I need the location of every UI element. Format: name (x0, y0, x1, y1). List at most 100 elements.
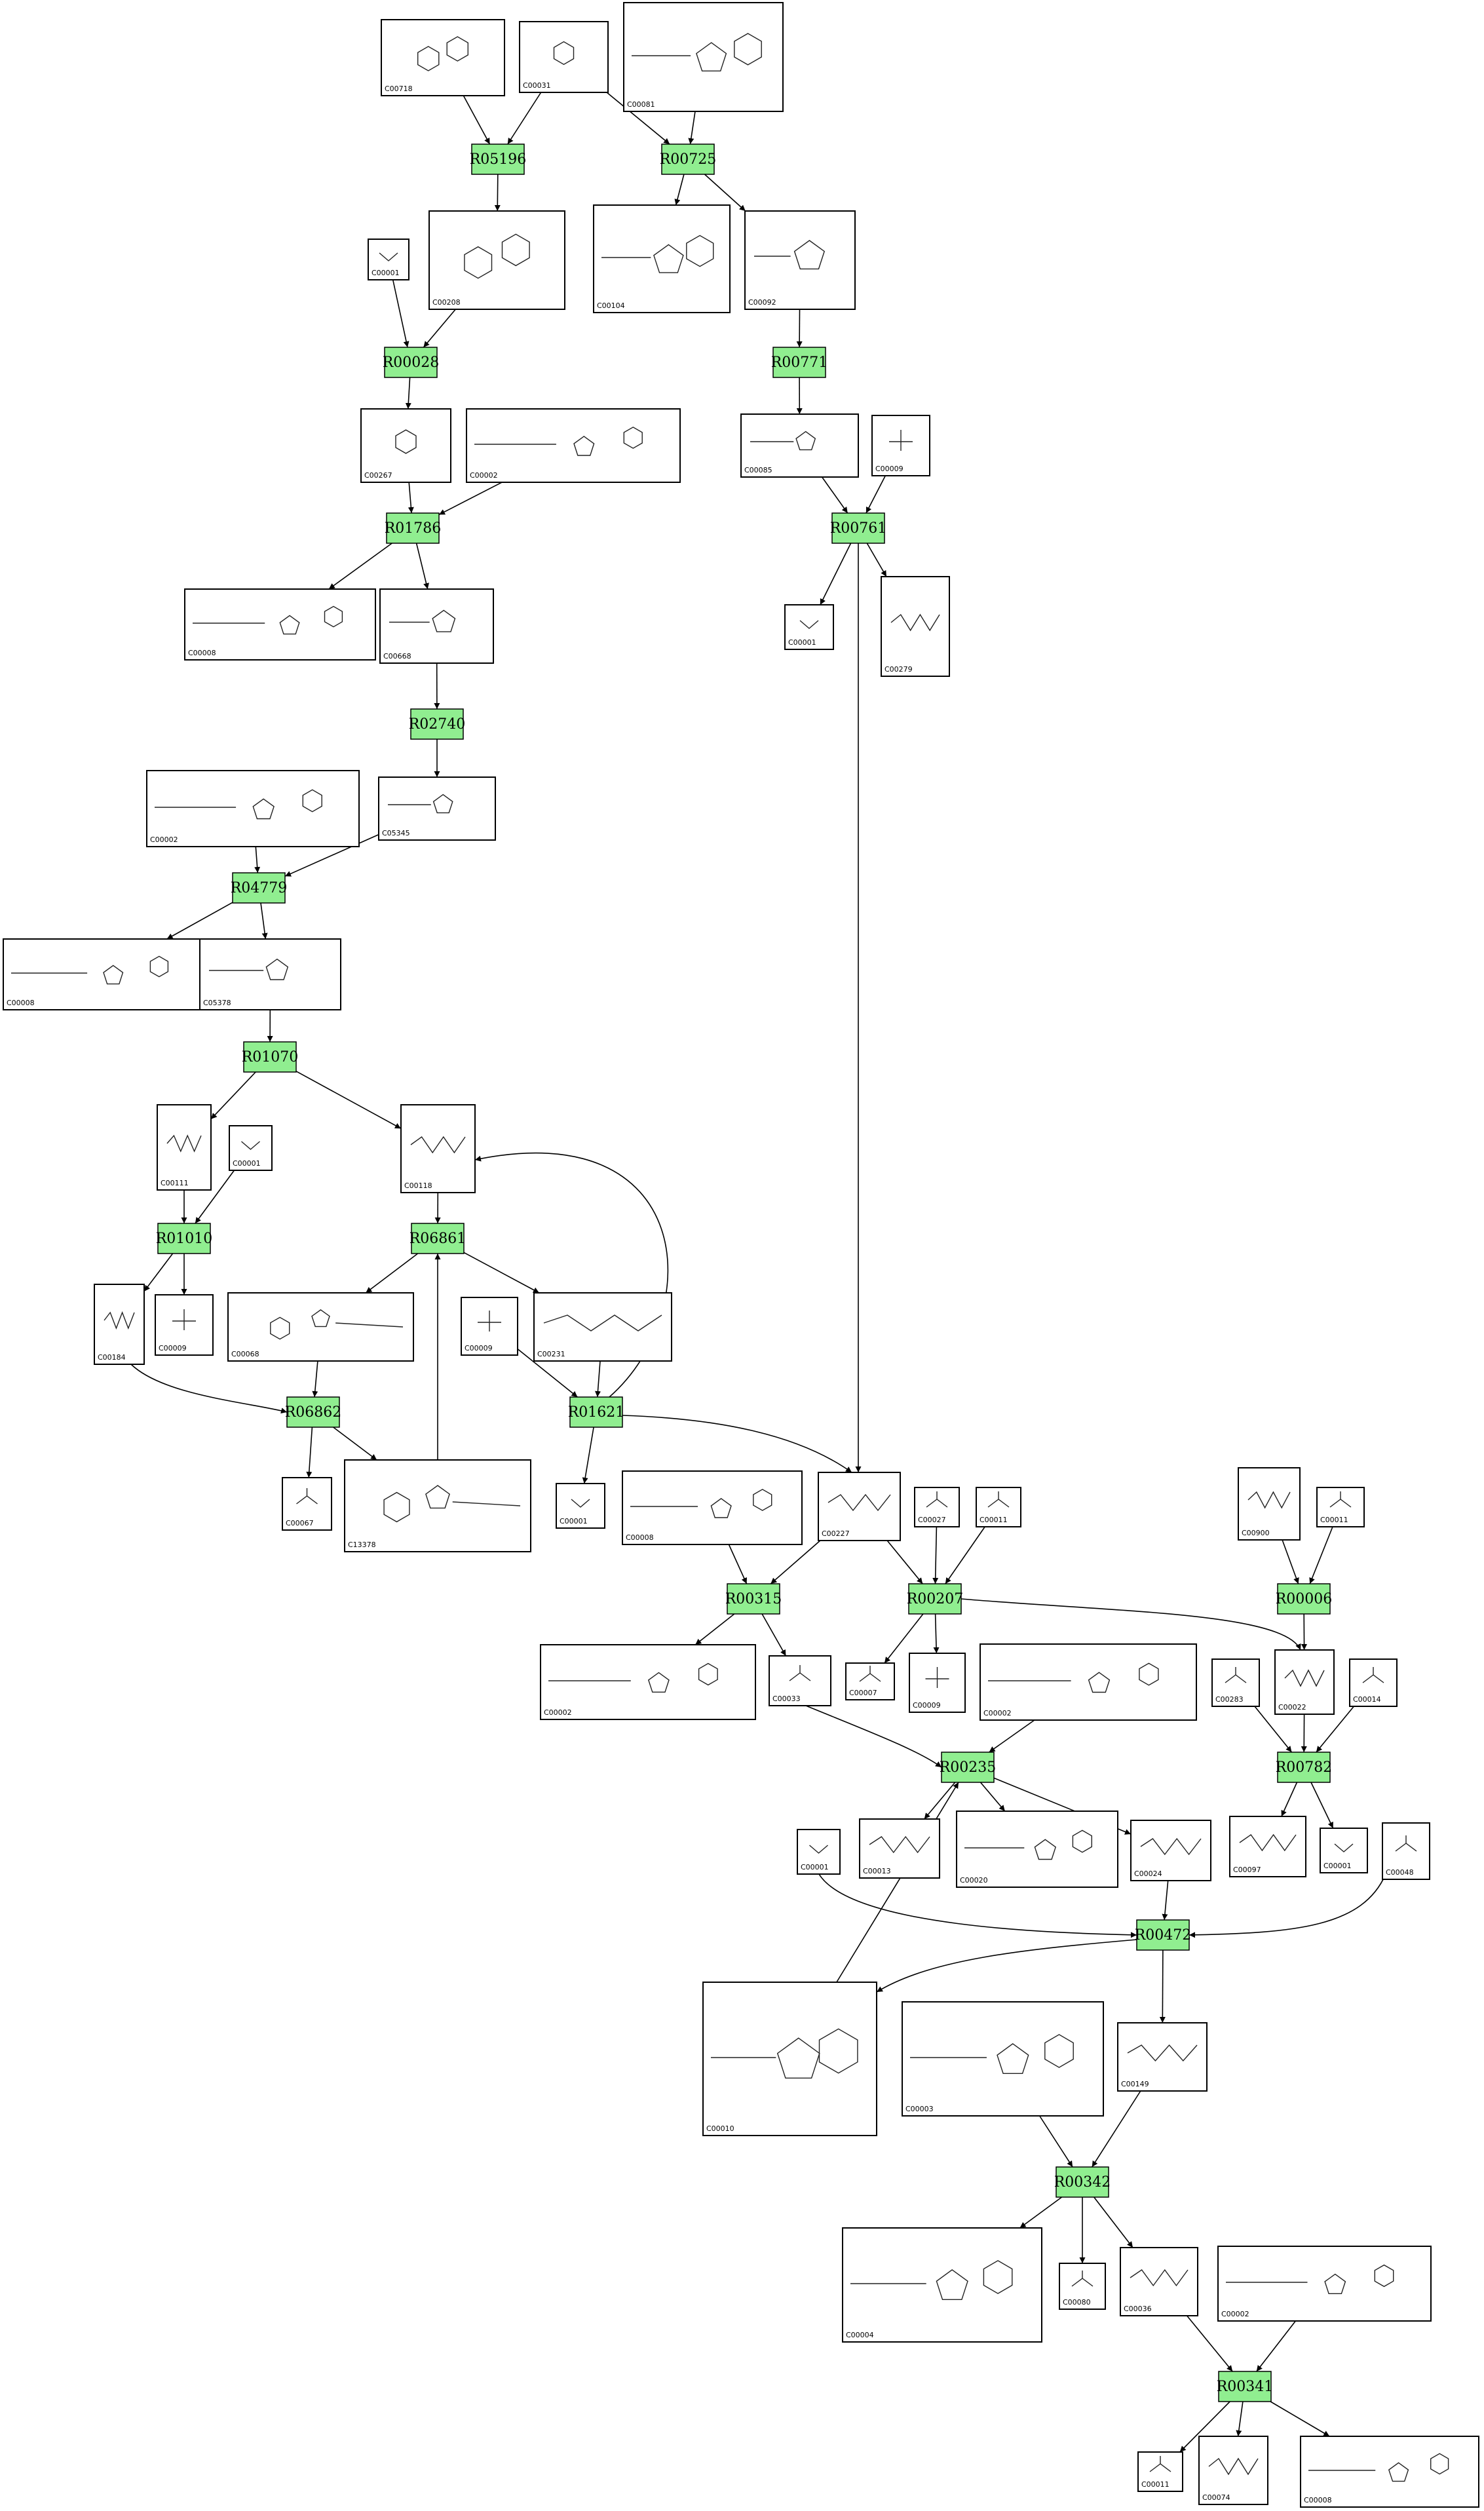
compound-node[interactable]: C00231 (533, 1292, 672, 1362)
compound-id-label: C00080 (1063, 2298, 1091, 2307)
reaction-node[interactable]: R00472 (1135, 1919, 1192, 1951)
compound-node[interactable]: C00208 (428, 210, 565, 310)
carbon-chain-icon (543, 1314, 662, 1332)
reaction-node[interactable]: R00342 (1054, 2166, 1111, 2198)
ribose-ring-icon (1034, 1839, 1057, 1860)
compound-node[interactable]: C00008 (1300, 2436, 1479, 2508)
compound-node[interactable]: C00011 (1137, 2451, 1183, 2492)
reaction-node[interactable]: R01070 (242, 1041, 299, 1073)
reaction-node[interactable]: R00341 (1217, 2371, 1274, 2402)
edge-R00028-to-c_C00267 (405, 377, 411, 410)
reaction-node[interactable]: R00725 (660, 144, 717, 175)
compound-node[interactable]: C00267 (360, 408, 451, 483)
compound-node[interactable]: C00036 (1120, 2247, 1198, 2316)
reaction-node[interactable]: R00207 (907, 1583, 964, 1615)
compound-node[interactable]: C00011 (976, 1487, 1021, 1527)
compound-node[interactable]: C00118 (400, 1104, 476, 1193)
thiazole-ring-icon (425, 1485, 450, 1509)
reaction-node[interactable]: R00235 (940, 1752, 997, 1783)
compound-node[interactable]: C00111 (157, 1104, 212, 1191)
compound-node[interactable]: C00010 (702, 1982, 877, 2136)
compound-node[interactable]: C00009 (871, 415, 930, 476)
compound-node[interactable]: C00002 (1217, 2246, 1432, 2322)
carbon-chain-icon (1247, 1491, 1291, 1509)
reaction-id-label: R05196 (470, 151, 527, 168)
compound-node[interactable]: C00003 (902, 2001, 1104, 2117)
compound-node[interactable]: C00033 (769, 1655, 831, 1706)
edge-c_C00068-to-R06862 (312, 1360, 318, 1398)
edge-c_C00208-to-R00028 (423, 309, 456, 348)
side-chain-icon (335, 1322, 404, 1328)
reaction-node[interactable]: R02740 (409, 708, 466, 740)
compound-node[interactable]: C00149 (1117, 2022, 1208, 2092)
compound-node[interactable]: C00080 (1059, 2263, 1106, 2310)
compound-node[interactable]: C00283 (1211, 1658, 1260, 1707)
reaction-node[interactable]: R00006 (1276, 1583, 1333, 1615)
compound-node[interactable]: C13378 (344, 1459, 531, 1552)
compound-node[interactable]: C00227 (818, 1472, 901, 1541)
compound-node[interactable]: C00668 (379, 588, 494, 664)
compound-node[interactable]: C00011 (1316, 1487, 1365, 1527)
reaction-node[interactable]: R06862 (285, 1396, 342, 1428)
compound-node[interactable]: C00008 (3, 938, 204, 1010)
reaction-node[interactable]: R01786 (385, 512, 442, 544)
compound-node[interactable]: C00009 (909, 1653, 966, 1713)
compound-node[interactable]: C00013 (859, 1818, 940, 1879)
compound-node[interactable]: C00014 (1349, 1658, 1398, 1707)
edge-R00341-to-c_C00008d (1270, 2401, 1330, 2437)
compound-node[interactable]: C00074 (1198, 2436, 1268, 2505)
compound-node[interactable]: C00048 (1382, 1822, 1430, 1880)
compound-box (157, 1104, 212, 1191)
compound-node[interactable]: C00001 (797, 1829, 841, 1875)
compound-node[interactable]: C00279 (881, 576, 950, 677)
compound-node[interactable]: C00020 (956, 1811, 1118, 1888)
reaction-node[interactable]: R00771 (771, 347, 828, 378)
reaction-box (232, 872, 286, 904)
compound-node[interactable]: C00002 (466, 408, 681, 483)
compound-node[interactable]: C00085 (740, 413, 859, 478)
compound-node[interactable]: C00184 (94, 1284, 145, 1365)
compound-node[interactable]: C00001 (368, 239, 409, 280)
compound-box (428, 210, 565, 310)
reaction-node[interactable]: R00761 (830, 512, 887, 544)
reaction-node[interactable]: R00028 (383, 347, 440, 378)
reaction-node[interactable]: R05196 (470, 144, 527, 175)
compound-node[interactable]: C00007 (845, 1662, 895, 1700)
compound-node[interactable]: C00002 (146, 770, 360, 847)
compound-id-label: C00231 (537, 1350, 565, 1358)
compound-node[interactable]: C00001 (556, 1483, 605, 1529)
compound-node[interactable]: C00718 (381, 19, 505, 96)
reaction-box (941, 1752, 995, 1783)
compound-node[interactable]: C00002 (540, 1644, 756, 1720)
compound-node[interactable]: C00004 (842, 2227, 1042, 2343)
reaction-node[interactable]: R01010 (156, 1223, 213, 1254)
compound-node[interactable]: C00009 (461, 1297, 518, 1356)
compound-node[interactable]: C00001 (229, 1125, 273, 1171)
compound-node[interactable]: C00097 (1229, 1816, 1306, 1877)
reaction-node[interactable]: R06861 (409, 1223, 466, 1254)
reaction-node[interactable]: R04779 (231, 872, 288, 904)
compound-node[interactable]: C00008 (184, 588, 376, 661)
compound-node[interactable]: C00067 (282, 1477, 332, 1531)
compound-node[interactable]: C00092 (744, 210, 856, 310)
compound-node[interactable]: C05378 (199, 938, 341, 1010)
compound-node[interactable]: C00031 (519, 21, 609, 93)
compound-node[interactable]: C00002 (980, 1643, 1197, 1721)
compound-node[interactable]: C00008 (622, 1470, 803, 1545)
compound-node[interactable]: C00068 (227, 1292, 414, 1362)
compound-node[interactable]: C00024 (1130, 1820, 1211, 1881)
compound-node[interactable]: C05345 (378, 776, 496, 841)
compound-node[interactable]: C00027 (914, 1487, 960, 1527)
compound-node[interactable]: C00001 (1320, 1828, 1368, 1873)
reaction-node[interactable]: R01621 (568, 1396, 625, 1428)
compound-node[interactable]: C00022 (1274, 1649, 1335, 1715)
compound-node[interactable]: C00081 (623, 2, 784, 112)
compound-node[interactable]: C00900 (1238, 1467, 1301, 1541)
reaction-box (727, 1583, 780, 1615)
compound-node[interactable]: C00104 (593, 204, 731, 313)
compound-node[interactable]: C00001 (784, 604, 834, 650)
reaction-node[interactable]: R00782 (1276, 1752, 1333, 1783)
compound-box (902, 2001, 1104, 2117)
reaction-node[interactable]: R00315 (725, 1583, 782, 1615)
compound-node[interactable]: C00009 (155, 1294, 214, 1356)
